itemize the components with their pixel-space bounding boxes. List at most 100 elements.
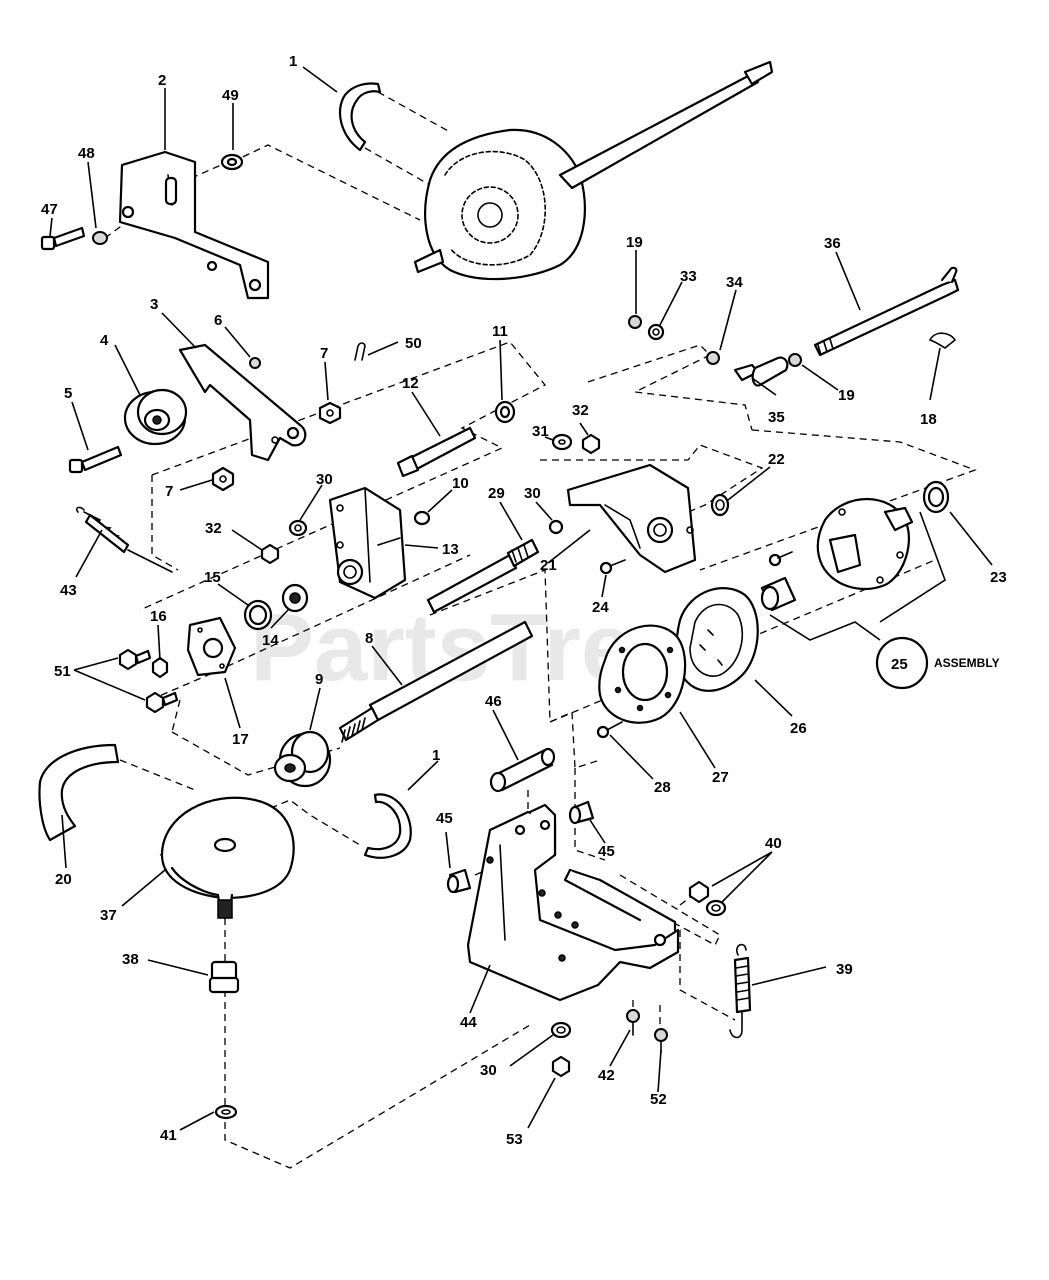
control-rod-36 <box>813 266 960 357</box>
callout-30-lower: 30 <box>480 1062 497 1079</box>
nut-32-center <box>581 433 601 455</box>
washer-33 <box>647 323 665 341</box>
callout-16: 16 <box>150 608 167 625</box>
callout-49: 49 <box>222 87 239 104</box>
nut-32-left <box>260 543 280 565</box>
callout-1-lower: 1 <box>432 747 440 764</box>
drive-disc-37 <box>160 796 295 919</box>
bolt-5 <box>68 445 123 474</box>
callout-53: 53 <box>506 1131 523 1148</box>
callout-38: 38 <box>122 951 139 968</box>
callout-42: 42 <box>598 1067 615 1084</box>
callout-8: 8 <box>365 630 373 647</box>
callout-32-center: 32 <box>572 402 589 419</box>
callout-45-left: 45 <box>436 810 453 827</box>
callout-52: 52 <box>650 1091 667 1108</box>
washer-30-lower <box>550 1021 572 1039</box>
callout-14: 14 <box>262 632 279 649</box>
callout-33: 33 <box>680 268 697 285</box>
callout-48: 48 <box>78 145 95 162</box>
friction-wheel-26 <box>675 587 759 692</box>
washer-22 <box>710 493 730 517</box>
sleeve-46 <box>489 747 556 793</box>
callout-43: 43 <box>60 582 77 599</box>
idler-pulley <box>123 388 188 446</box>
half-ring-clip-upper <box>338 82 382 152</box>
nut-7-upper <box>318 401 342 425</box>
callout-26: 26 <box>790 720 807 737</box>
swivel-35 <box>733 356 789 387</box>
callout-18: 18 <box>920 411 937 428</box>
seal-23 <box>922 480 950 514</box>
nut-10 <box>413 510 431 526</box>
callout-15: 15 <box>204 569 221 586</box>
screw-28 <box>596 721 623 739</box>
callout-24: 24 <box>592 599 609 616</box>
bushing-11 <box>494 400 516 424</box>
callout-45-right: 45 <box>598 843 615 860</box>
callout-36: 36 <box>824 235 841 252</box>
half-ring-clip-lower <box>363 793 412 859</box>
nut-7-lower <box>211 466 235 492</box>
callout-19-lower: 19 <box>838 387 855 404</box>
callout-1-upper: 1 <box>289 53 297 70</box>
screw-52 <box>654 1028 668 1053</box>
callout-13: 13 <box>442 541 459 558</box>
seal-15 <box>243 599 273 631</box>
callout-20: 20 <box>55 871 72 888</box>
nut-19-lower <box>788 353 802 367</box>
callout-39: 39 <box>836 961 853 978</box>
callout-30-center: 30 <box>524 485 541 502</box>
washer-30-center <box>548 519 564 535</box>
callout-3: 3 <box>150 296 158 313</box>
bolt-47 <box>40 226 86 251</box>
bushing-45-left <box>446 868 472 894</box>
callout-25: 25 <box>891 656 908 673</box>
nut-16 <box>151 656 169 679</box>
callout-41: 41 <box>160 1127 177 1144</box>
callout-23: 23 <box>990 569 1007 586</box>
friction-ring-20 <box>38 743 120 842</box>
callout-44: 44 <box>460 1014 477 1031</box>
washer-41 <box>214 1104 238 1120</box>
callout-10: 10 <box>452 475 469 492</box>
hub-38 <box>208 960 240 994</box>
callout-34: 34 <box>726 274 743 291</box>
callout-28: 28 <box>654 779 671 796</box>
washer-34 <box>706 351 720 365</box>
callout-12: 12 <box>402 375 419 392</box>
callout-37: 37 <box>100 907 117 924</box>
screw-near-hub <box>768 551 793 567</box>
assembly-bracket <box>769 511 946 690</box>
nuts-40 <box>688 880 727 917</box>
transmission-housing <box>413 60 774 281</box>
shaft-12 <box>396 426 477 478</box>
callout-31: 31 <box>532 423 549 440</box>
hub-assembly-25 <box>816 498 914 590</box>
callout-47: 47 <box>41 201 58 218</box>
callout-7-upper: 7 <box>320 345 328 362</box>
callout-29: 29 <box>488 485 505 502</box>
callout-labels: 1 2 49 48 47 3 4 5 6 7 50 11 12 7 30 10 … <box>41 53 1007 1148</box>
callout-32-left: 32 <box>205 520 222 537</box>
callout-11: 11 <box>492 323 508 340</box>
callout-27: 27 <box>712 769 729 786</box>
shaft-29 <box>426 538 540 614</box>
cotter-pin-50 <box>354 342 366 361</box>
flange-plate-17 <box>186 616 237 677</box>
lockwasher-48 <box>92 231 108 245</box>
drive-shaft-8 <box>338 620 534 743</box>
callout-50: 50 <box>405 335 422 352</box>
callout-9: 9 <box>315 671 323 688</box>
spring-43 <box>75 506 173 573</box>
nut-53 <box>551 1055 571 1078</box>
nut-6 <box>249 357 261 369</box>
support-bracket-44 <box>466 803 680 1002</box>
assembly-label: ASSEMBLY <box>934 656 1000 670</box>
callout-6: 6 <box>214 312 222 329</box>
bushing-45-right <box>568 800 595 825</box>
leader-lines <box>49 66 993 1131</box>
screw-42 <box>626 1009 640 1036</box>
callout-22: 22 <box>768 451 785 468</box>
